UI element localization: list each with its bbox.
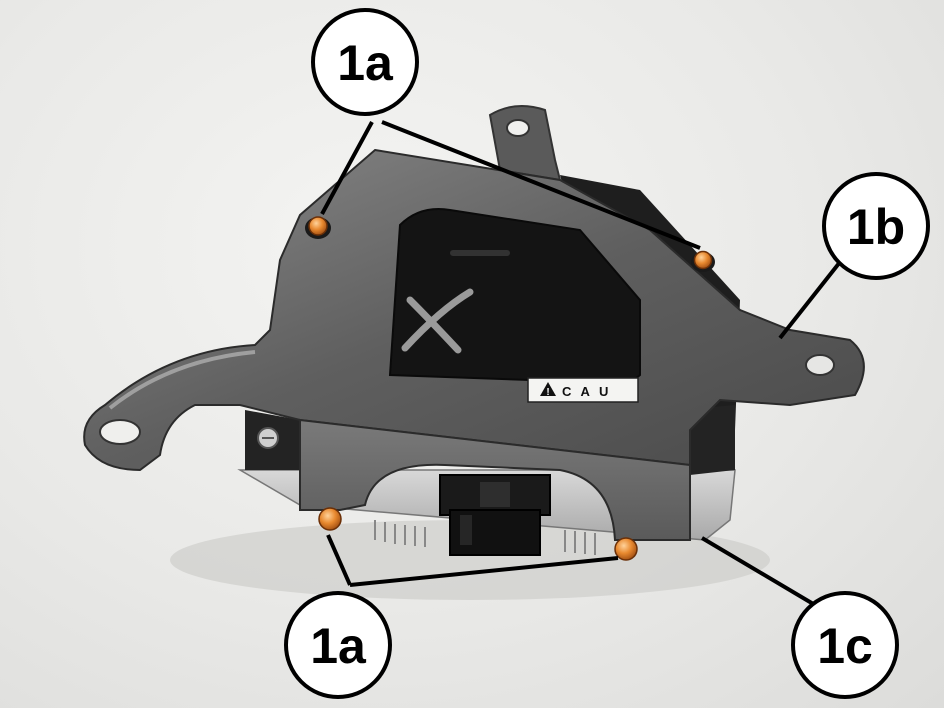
callout-1a-top: 1a xyxy=(311,8,419,116)
caution-label: ! C A U xyxy=(527,377,639,403)
svg-text:1c: 1c xyxy=(817,618,873,674)
right-arm-hole xyxy=(805,354,835,376)
svg-text:1a: 1a xyxy=(337,35,394,91)
front-bracket-plate xyxy=(299,418,691,541)
svg-text:1a: 1a xyxy=(310,618,367,674)
svg-text:1b: 1b xyxy=(847,199,905,255)
rear-tab-hole xyxy=(506,119,530,137)
heat-sink-fins xyxy=(374,520,596,555)
svg-text:!: ! xyxy=(546,387,549,398)
x-marking xyxy=(401,288,474,354)
fastener-bottom-right xyxy=(614,537,638,561)
callout-1b: 1b xyxy=(822,172,930,280)
leader-lines xyxy=(320,120,842,607)
electrical-connector xyxy=(439,474,551,556)
fastener-top-left xyxy=(305,216,331,239)
fastener-bottom-left xyxy=(318,507,342,531)
callout-1c: 1c xyxy=(791,591,899,699)
callout-1a-bottom: 1a xyxy=(284,591,392,699)
left-arm-hole xyxy=(99,419,141,445)
svg-text:C A U: C A U xyxy=(562,384,611,399)
fastener-top-right xyxy=(691,250,715,272)
